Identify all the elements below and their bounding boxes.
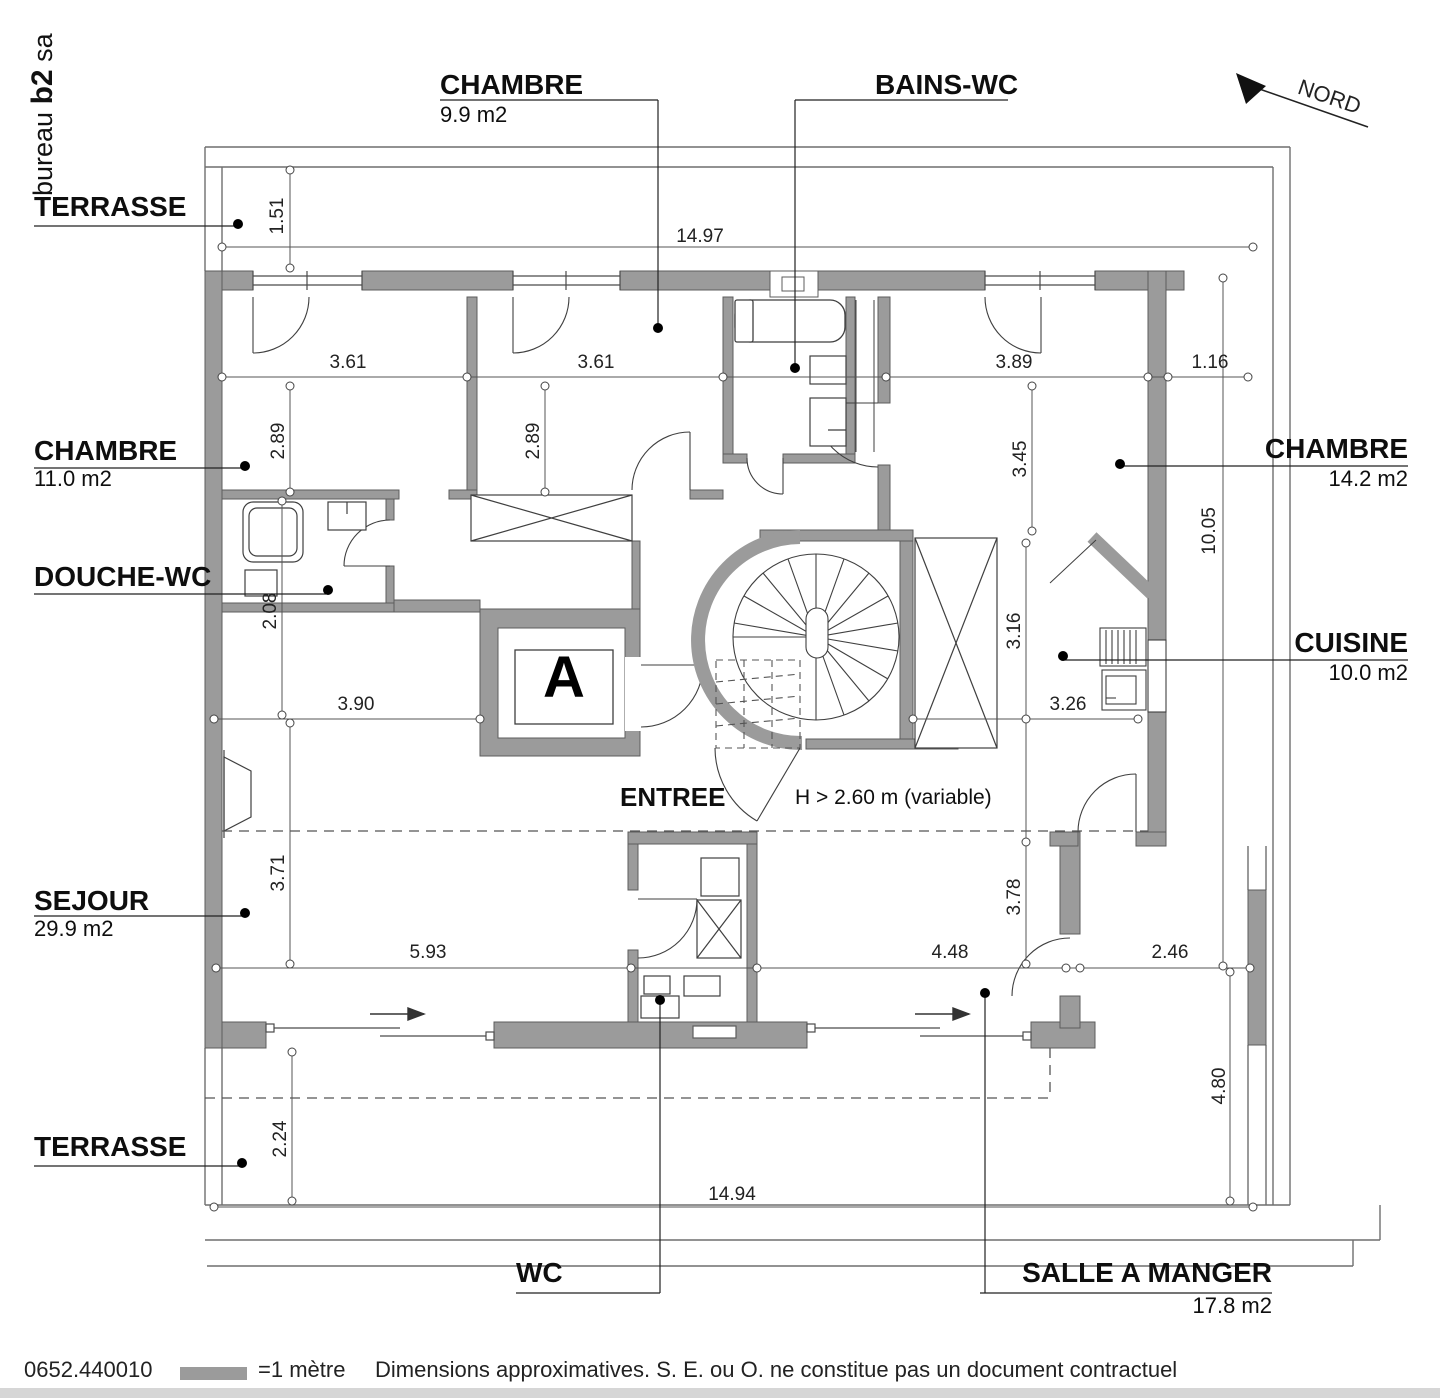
- dim-bottom-width: 14.94: [708, 1184, 756, 1205]
- dim-sejour-h: 3.71: [268, 854, 289, 892]
- leader-dots: [233, 219, 1125, 1168]
- dim-ch3-w: 3.89: [995, 352, 1033, 373]
- brand-logo: bureau b2 sa: [26, 33, 59, 196]
- slide-direction-arrows: [370, 1006, 971, 1022]
- dim-dining-w: 4.48: [931, 942, 969, 963]
- dim-ch1-h: 2.89: [268, 422, 289, 460]
- leader-lines: [34, 99, 1408, 1294]
- scale-swatch: [180, 1367, 247, 1380]
- dim-terrace-e-w: 2.46: [1151, 942, 1189, 963]
- room-label-chambre-right: CHAMBRE: [1264, 433, 1408, 464]
- dim-sejour-w: 5.93: [409, 942, 447, 963]
- scale-label: =1 mètre: [258, 1357, 346, 1382]
- dim-ch3-h: 3.45: [1010, 440, 1031, 478]
- stair-dashed-landing: [715, 659, 801, 749]
- room-area-sejour: 29.9 m2: [34, 916, 114, 941]
- room-area-chambre-right: 14.2 m2: [1328, 466, 1409, 491]
- north-arrow-icon: [1236, 73, 1369, 128]
- room-label-terrasse-bottom: TERRASSE: [34, 1131, 187, 1162]
- dim-terrace-top: 1.51: [267, 197, 288, 235]
- room-label-cuisine: CUISINE: [1294, 627, 1408, 658]
- terrace-outline: [204, 146, 1381, 1267]
- sliding-doors: [265, 1023, 1032, 1041]
- dim-ch2-w: 3.61: [577, 352, 615, 373]
- dim-kitchen-h: 3.16: [1004, 612, 1025, 650]
- dim-hall-h: 2.08: [260, 592, 281, 630]
- disclaimer: Dimensions approximatives. S. E. ou O. n…: [375, 1357, 1178, 1382]
- dim-top-width: 14.97: [676, 226, 724, 247]
- room-area-salle-a-manger: 17.8 m2: [1192, 1293, 1273, 1318]
- dim-hall-w: 3.90: [337, 694, 375, 715]
- wc-fixtures: [640, 975, 721, 1019]
- room-label-terrasse-top: TERRASSE: [34, 191, 187, 222]
- room-label-bains-wc: BAINS-WC: [875, 69, 1019, 100]
- room-area-chambre-left: 11.0 m2: [34, 466, 112, 491]
- room-area-cuisine: 10.0 m2: [1328, 660, 1409, 685]
- dimension-markers: [209, 165, 1258, 1212]
- room-area-chambre-top: 9.9 m2: [440, 102, 508, 127]
- room-label-wc: WC: [516, 1257, 563, 1288]
- dim-kitchen-w: 3.26: [1049, 694, 1087, 715]
- interior-walls: [221, 296, 959, 1023]
- duct-strip: [855, 300, 875, 452]
- closet-crossbox: [470, 494, 633, 542]
- top-wall-shaft: [769, 270, 819, 298]
- dim-right-strip: 1.16: [1191, 352, 1229, 373]
- spiral-staircase: [691, 530, 900, 751]
- dim-right-height: 10.05: [1199, 507, 1220, 555]
- dim-terrace-e-h: 4.80: [1209, 1067, 1230, 1105]
- elevator: [479, 608, 704, 757]
- room-label-chambre-left: CHAMBRE: [34, 435, 178, 466]
- height-note: H > 2.60 m (variable): [795, 786, 992, 809]
- dim-ch1-w: 3.61: [329, 352, 367, 373]
- page-edge: [0, 1388, 1440, 1398]
- bathtub: [734, 299, 846, 343]
- wc-shaft: [696, 857, 742, 959]
- room-label-sejour: SEJOUR: [34, 885, 150, 916]
- dim-ch2-h: 2.89: [523, 422, 544, 460]
- dim-terrace-s: 2.24: [270, 1120, 291, 1158]
- room-label-douche-wc: DOUCHE-WC: [34, 561, 212, 592]
- tall-cupboard-crossbox: [914, 537, 998, 749]
- shower-wc-fixtures: [242, 501, 367, 597]
- room-label-salle-a-manger: SALLE A MANGER: [1022, 1257, 1272, 1288]
- plan-reference: 0652.440010: [24, 1357, 153, 1382]
- room-label-chambre-top: CHAMBRE: [440, 69, 584, 100]
- room-label-entree: ENTREE: [620, 782, 726, 812]
- dim-dining-h: 3.78: [1004, 878, 1025, 916]
- elevator-label: A: [543, 645, 585, 710]
- dimension-lines: [214, 167, 1253, 1208]
- bathroom-fixtures: [809, 355, 847, 447]
- section-dashed-lines: [205, 830, 1148, 1099]
- fireplace: [223, 750, 252, 838]
